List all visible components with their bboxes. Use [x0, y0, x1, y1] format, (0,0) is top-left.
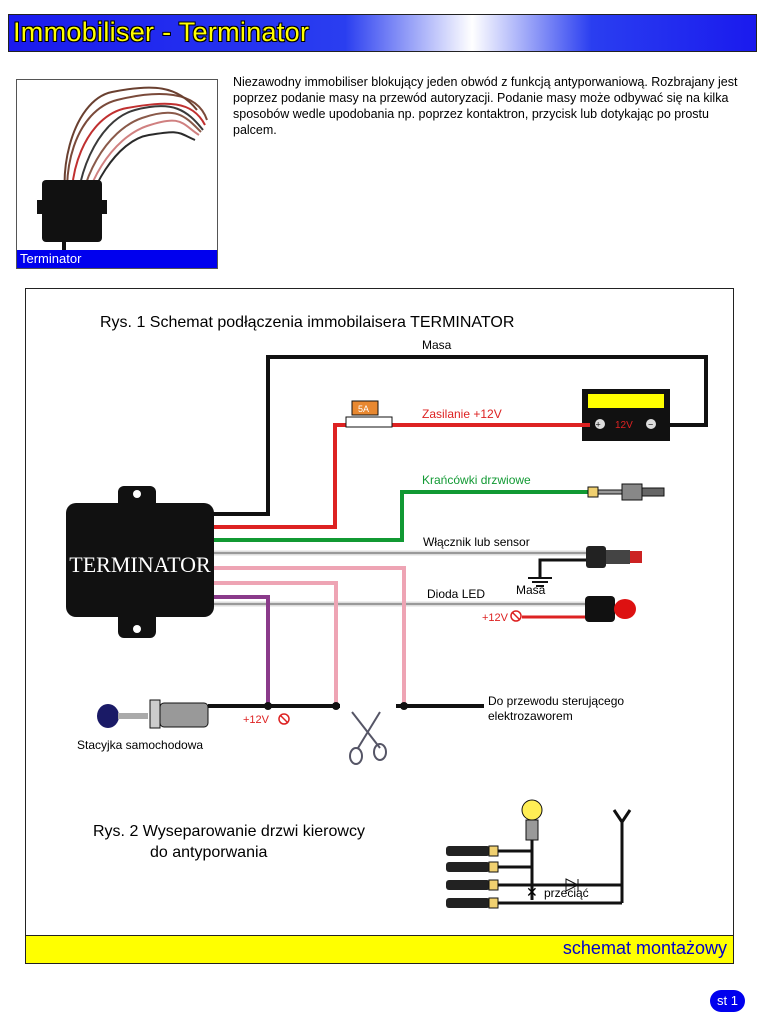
footer-text: schemat montażowy: [562, 938, 727, 958]
label-stacyjka: Stacyjka samochodowa: [77, 738, 203, 752]
wire-zasilanie: [212, 423, 350, 529]
fuse-label: 5A: [358, 404, 369, 414]
label-dioda: Dioda LED: [427, 587, 485, 601]
immobiliser-photo-image: [37, 86, 208, 250]
page-title: Immobiliser - Terminator: [13, 17, 310, 47]
label-plus12-ign: +12V: [243, 714, 270, 726]
product-photo: Terminator: [16, 79, 218, 269]
label-plus12-led: +12V: [482, 612, 509, 624]
scissors-icon: [349, 711, 387, 765]
push-button-icon: [586, 546, 642, 568]
wire-pink-1: [212, 566, 406, 706]
wire-sensor-ground: [538, 558, 588, 578]
svg-text:−: −: [648, 420, 653, 430]
door-switch-icon: [587, 483, 665, 501]
terminator-device: TERMINATOR: [66, 486, 214, 638]
page-number-badge: st 1: [710, 990, 745, 1012]
figure2-title-line1: Rys. 2 Wyseparowanie drzwi kierowcy: [93, 823, 365, 840]
battery-label: 12V: [615, 420, 633, 431]
led-icon: [585, 596, 636, 622]
title-bar: Immobiliser - Terminator: [8, 14, 757, 52]
figure1-title: Rys. 1 Schemat podłączenia immobilaisera…: [100, 314, 514, 331]
svg-text:✕: ✕: [526, 885, 538, 901]
figure2-title-line2: do antyporwania: [150, 844, 268, 861]
product-description: Niezawodny immobiliser blokujący jeden o…: [233, 75, 738, 137]
terminator-device-label: TERMINATOR: [69, 552, 211, 577]
wire-pink-2: [212, 581, 338, 706]
label-masa-top: Masa: [422, 338, 452, 352]
label-do-przewodu-1: Do przewodu sterującego: [488, 694, 624, 708]
label-wlacznik: Włącznik lub sensor: [423, 535, 530, 549]
label-zasilanie: Zasilanie +12V: [422, 407, 502, 421]
label-masa-ground: Masa: [516, 583, 546, 597]
svg-text:+: +: [596, 420, 601, 430]
label-do-przewodu-2: elektrozaworem: [488, 709, 573, 723]
door-isolation-schematic: ✕ przeciąć: [446, 799, 632, 909]
product-caption: Terminator: [17, 250, 217, 268]
wire-krancowki: [212, 490, 588, 542]
fuse: 5A: [345, 400, 393, 428]
battery: + − 12V: [582, 389, 670, 441]
wire-purple: [212, 595, 270, 706]
wire-masa: [212, 355, 708, 516]
label-krancowki: Krańcówki drzwiowe: [422, 473, 531, 487]
label-przeciac: przeciąć: [544, 886, 589, 900]
footer-bar: schemat montażowy: [25, 935, 734, 964]
ignition-key-icon: [97, 699, 209, 729]
